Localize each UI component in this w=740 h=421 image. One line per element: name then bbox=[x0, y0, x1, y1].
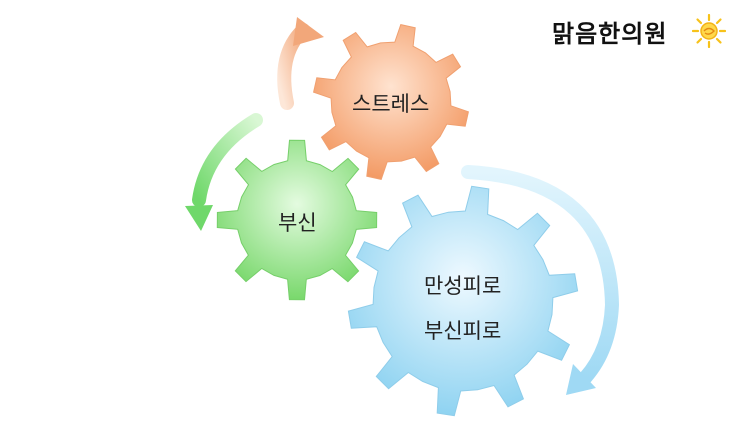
arrow-stress-cycle bbox=[277, 17, 324, 110]
sun-icon bbox=[692, 14, 726, 48]
adrenal-fatigue-label: 부신피로 bbox=[424, 319, 502, 343]
arrow-fatigue-cycle bbox=[461, 165, 620, 395]
brand-name: 맑음한의원 bbox=[552, 20, 668, 48]
bushin-label: 부신 bbox=[278, 211, 317, 235]
fatigue-gear bbox=[347, 185, 579, 417]
chronic-fatigue-label: 만성피로 bbox=[424, 274, 502, 298]
arrow-bushin-cycle bbox=[185, 113, 263, 231]
stress-gear bbox=[313, 24, 469, 180]
stress-label: 스트레스 bbox=[352, 92, 430, 116]
bushin-gear bbox=[216, 139, 378, 301]
